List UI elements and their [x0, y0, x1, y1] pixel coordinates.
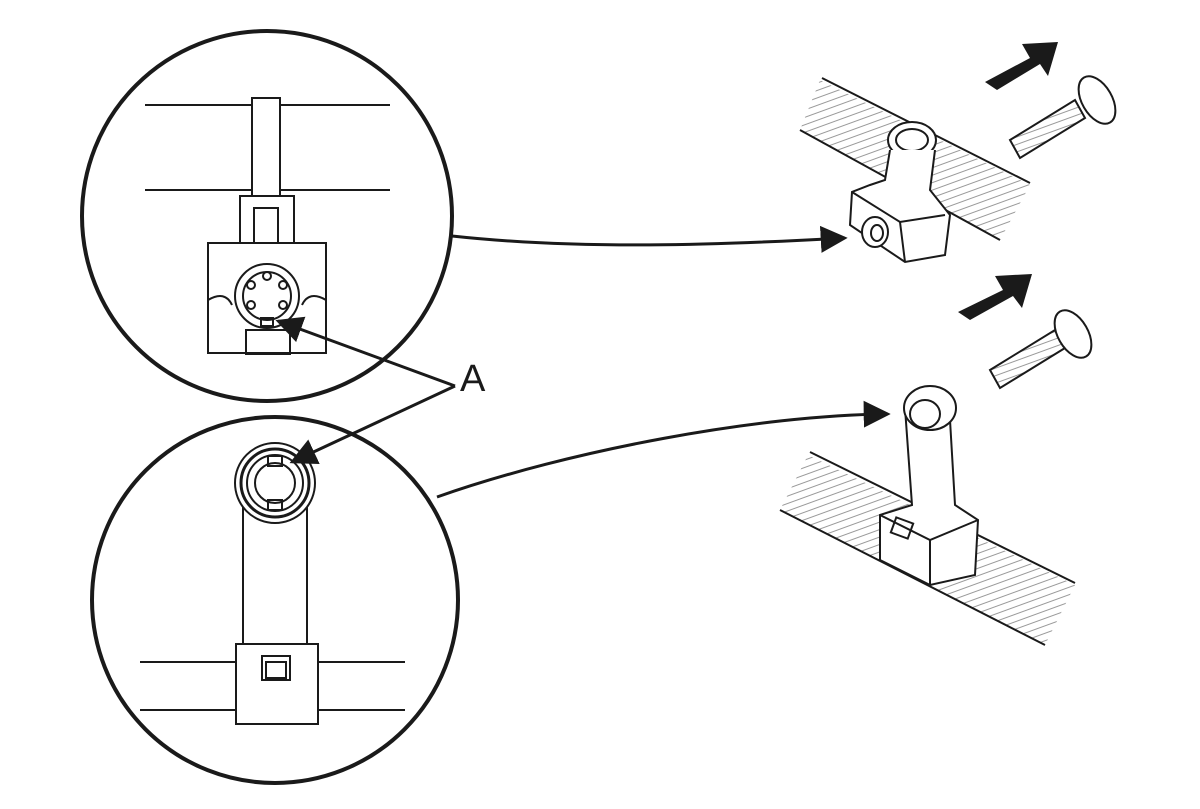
lower-harness-view: [779, 385, 1076, 646]
push-arrow-icon: [985, 42, 1058, 90]
leader-curves: [436, 225, 891, 499]
upper-bolt: [1008, 75, 1117, 160]
upper-detail-circle: [80, 29, 454, 403]
lower-detail-circle: [90, 415, 460, 785]
upper-harness-view: [799, 77, 1031, 264]
callout-label-a: A: [460, 358, 486, 400]
callout-lines: [275, 316, 456, 464]
lower-bolt: [988, 309, 1093, 390]
push-arrow-icon: [958, 274, 1032, 320]
